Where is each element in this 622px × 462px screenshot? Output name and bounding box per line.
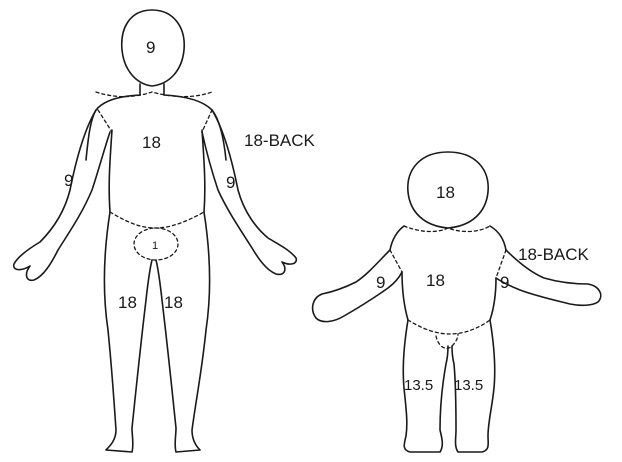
- child-figure: 18 18 18-BACK 9 9 13.5 13.5: [313, 152, 601, 452]
- adult-neck-boundary: [96, 92, 212, 97]
- child-leg-left-percent: 13.5: [454, 377, 483, 394]
- child-leg-right-percent: 13.5: [404, 377, 433, 394]
- adult-shoulder-boundary-left: [202, 110, 212, 132]
- adult-perineum-percent: 1: [152, 240, 158, 252]
- child-trunk-front-percent: 18: [426, 271, 445, 290]
- child-arm-right: [313, 250, 402, 322]
- adult-leg-left-percent: 18: [164, 293, 183, 312]
- adult-arm-right-percent: 9: [64, 171, 73, 190]
- adult-trunk-front-percent: 18: [142, 133, 161, 152]
- adult-trunk-back-percent: 18-BACK: [244, 131, 316, 150]
- child-trunk-sides: [402, 272, 496, 320]
- child-trunk-back-percent: 18-BACK: [518, 245, 590, 264]
- child-arm-left-percent: 9: [500, 273, 509, 292]
- child-arm-right-percent: 9: [376, 273, 385, 292]
- child-neck-boundary: [404, 226, 490, 232]
- adult-figure: 9 18 18-BACK 9 9 1 18 18: [14, 10, 316, 452]
- child-head-percent: 18: [436, 183, 455, 202]
- adult-shoulder-boundary-right: [98, 110, 112, 132]
- adult-arm-left-percent: 9: [226, 173, 235, 192]
- adult-arm-right: [14, 110, 110, 280]
- child-shoulder-boundary-right: [390, 250, 402, 272]
- adult-waist-boundary: [110, 212, 204, 228]
- child-shoulders: [390, 226, 506, 250]
- child-groin: [436, 334, 458, 348]
- adult-head-percent: 9: [146, 38, 155, 57]
- adult-leg-right-percent: 18: [118, 293, 137, 312]
- child-waist-boundary: [408, 320, 490, 334]
